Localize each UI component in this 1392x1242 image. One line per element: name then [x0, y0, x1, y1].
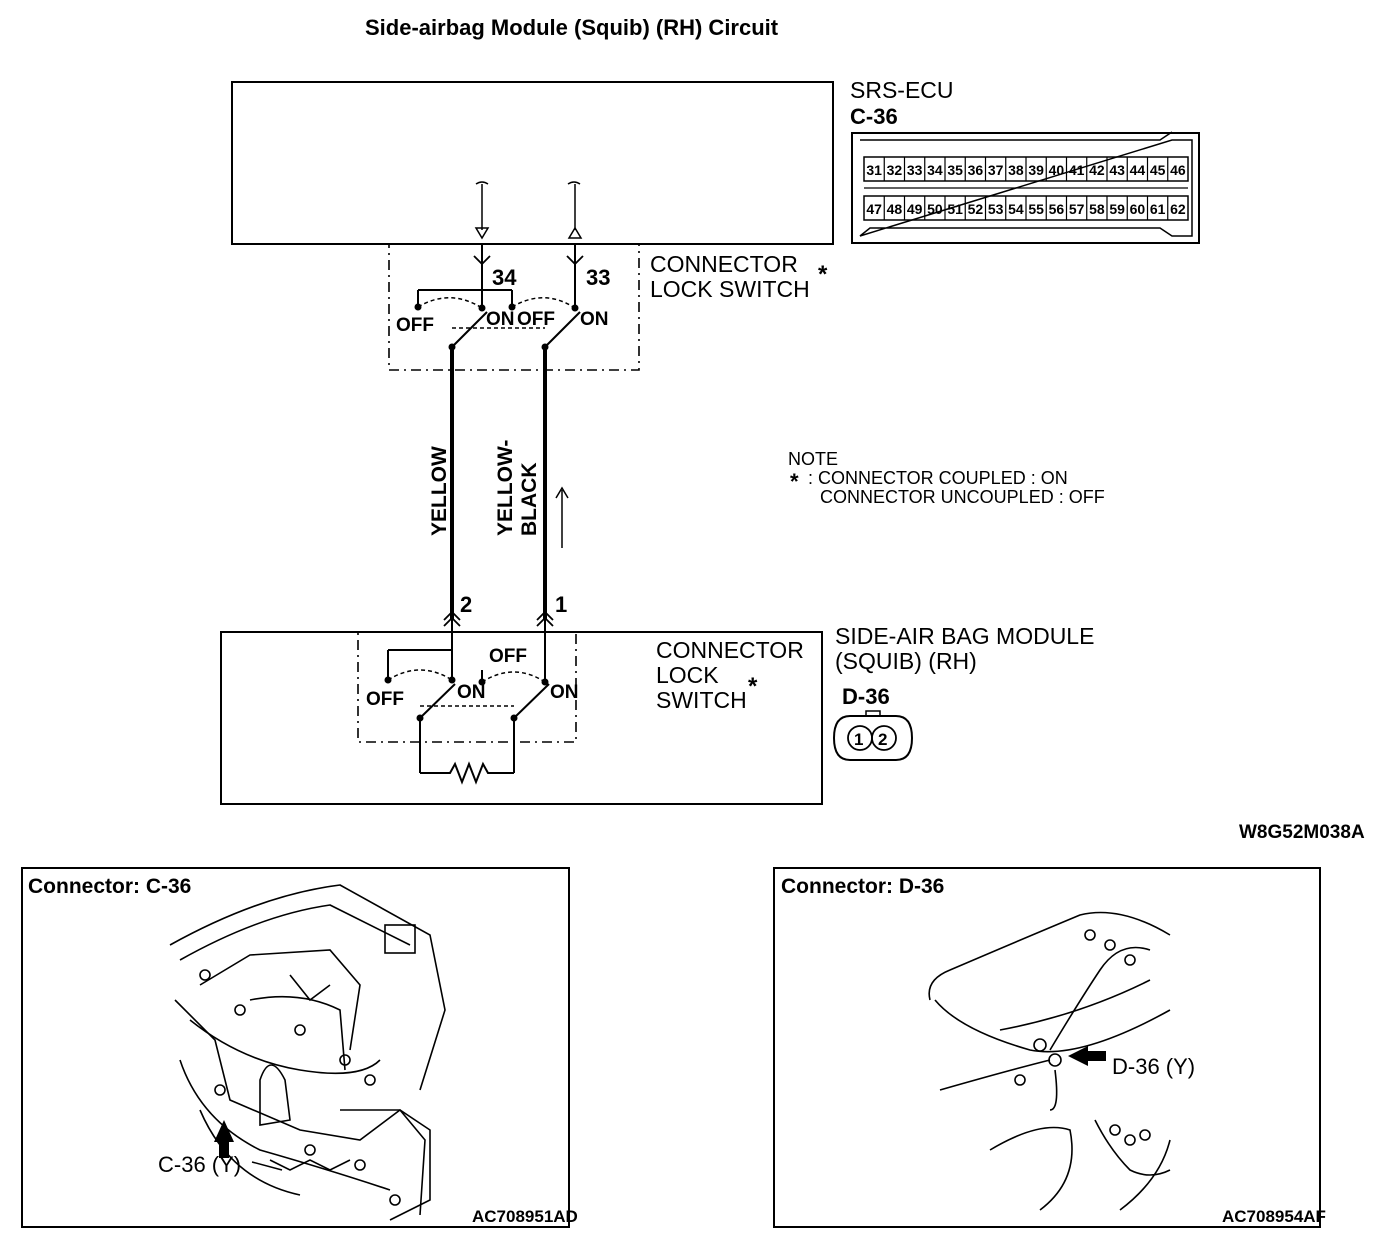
ecu-pin-40: 40 — [1049, 162, 1065, 178]
connector-c36-code: AC708951AD — [472, 1207, 578, 1226]
ecu-pin-47: 47 — [866, 201, 882, 217]
connector-c36-title: Connector: C-36 — [28, 875, 191, 898]
module-switch-on-left: ON — [457, 682, 486, 703]
ecu-pin-52: 52 — [968, 201, 984, 217]
connector-c36-callout: C-36 (Y) — [158, 1152, 241, 1177]
ecu-pin-36: 36 — [968, 162, 984, 178]
ecu-pin-34: 34 — [927, 162, 943, 178]
ecu-pin-54: 54 — [1008, 201, 1024, 217]
module-lock-switch-contacts — [384, 649, 550, 785]
ecu-pin-45: 45 — [1150, 162, 1166, 178]
ecu-pin-43: 43 — [1109, 162, 1125, 178]
module-name-line1: SIDE-AIR BAG MODULE — [835, 623, 1094, 649]
ecu-switch-on-right: ON — [580, 309, 609, 330]
module-switch-asterisk: * — [748, 673, 758, 700]
ecu-pin-50: 50 — [927, 201, 943, 217]
module-switch-off-left: OFF — [366, 689, 404, 710]
ecu-lock-switch-contacts — [414, 289, 581, 351]
ecu-pin-42: 42 — [1089, 162, 1105, 178]
note-line-2: CONNECTOR UNCOUPLED : OFF — [820, 487, 1105, 507]
ecu-pin-33-label: 33 — [586, 265, 610, 290]
ecu-pin-44: 44 — [1130, 162, 1146, 178]
connector-c36-panel — [21, 867, 570, 1228]
ecu-pin-49: 49 — [907, 201, 923, 217]
ecu-pin-34-label: 34 — [492, 265, 517, 290]
diagram-code: W8G52M038A — [1239, 822, 1365, 843]
ecu-pin-48: 48 — [887, 201, 903, 217]
ecu-pin-46: 46 — [1170, 162, 1186, 178]
module-switch-on-right: ON — [550, 682, 579, 703]
ecu-pin-55: 55 — [1028, 201, 1044, 217]
note-heading: NOTE — [788, 449, 838, 469]
ecu-switch-pins — [473, 244, 584, 308]
diagram-title: Side-airbag Module (Squib) (RH) Circuit — [365, 15, 779, 40]
module-connector-symbols — [443, 610, 554, 682]
seat-illustration — [928, 911, 1171, 1211]
ecu-pin-62: 62 — [1170, 201, 1186, 217]
ecu-internal-arrows — [474, 181, 583, 240]
dashboard-illustration — [169, 884, 446, 1221]
ecu-pin-31: 31 — [866, 162, 882, 178]
ecu-box — [231, 81, 834, 245]
ecu-switch-off-right: OFF — [517, 309, 555, 330]
ecu-switch-label-line1: CONNECTOR — [650, 251, 798, 277]
connector-d36-code: AC708954AF — [1222, 1207, 1326, 1226]
ecu-name: SRS-ECU — [850, 77, 954, 103]
ecu-pin-39: 39 — [1028, 162, 1044, 178]
ecu-pin-56: 56 — [1049, 201, 1065, 217]
ecu-switch-label-line2: LOCK SWITCH — [650, 276, 810, 302]
ecu-pin-61: 61 — [1150, 201, 1166, 217]
ecu-pin-38: 38 — [1008, 162, 1024, 178]
current-direction-arrow — [555, 486, 569, 548]
ecu-switch-off-left: OFF — [396, 315, 434, 336]
module-switch-box — [357, 631, 577, 743]
ecu-pin-59: 59 — [1109, 201, 1125, 217]
module-switch-label-line2: LOCK — [656, 662, 719, 688]
module-plug-pin-2: 2 — [878, 730, 887, 749]
ecu-pin-35: 35 — [947, 162, 963, 178]
ecu-pin-33: 33 — [907, 162, 923, 178]
ecu-pin-41: 41 — [1069, 162, 1085, 178]
note-line-1: : CONNECTOR COUPLED : ON — [808, 468, 1068, 488]
module-switch-label-line1: CONNECTOR — [656, 637, 804, 663]
ecu-pin-57: 57 — [1069, 201, 1085, 217]
module-name-line2: (SQUIB) (RH) — [835, 648, 977, 674]
module-switch-label-line3: SWITCH — [656, 687, 747, 713]
ecu-switch-box — [388, 243, 640, 371]
ecu-pin-37: 37 — [988, 162, 1004, 178]
module-plug-face — [832, 710, 914, 761]
ecu-pin-51: 51 — [947, 201, 963, 217]
connector-d36-panel — [773, 867, 1321, 1228]
wire-yellow-black-label-2: BLACK — [518, 463, 541, 537]
module-pin-2-label: 2 — [460, 592, 472, 617]
ecu-connector-id: C-36 — [850, 104, 898, 129]
module-plug-pin-1: 1 — [854, 730, 863, 749]
module-pin-1-label: 1 — [555, 592, 567, 617]
ecu-pin-53: 53 — [988, 201, 1004, 217]
ecu-pin-32: 32 — [887, 162, 903, 178]
ecu-switch-on-left: ON — [486, 309, 515, 330]
module-switch-off-top: OFF — [489, 646, 527, 667]
harness-wires — [450, 347, 547, 620]
wire-yellow-black-label-1: YELLOW- — [494, 440, 517, 536]
ecu-pin-58: 58 — [1089, 201, 1105, 217]
module-connector-id: D-36 — [842, 684, 890, 709]
connector-d36-callout: D-36 (Y) — [1112, 1054, 1195, 1079]
connector-d36-title: Connector: D-36 — [781, 875, 944, 898]
note-asterisk: * — [790, 469, 799, 494]
wire-yellow-label: YELLOW — [428, 446, 451, 536]
ecu-pin-60: 60 — [1130, 201, 1146, 217]
ecu-switch-asterisk: * — [818, 261, 828, 288]
